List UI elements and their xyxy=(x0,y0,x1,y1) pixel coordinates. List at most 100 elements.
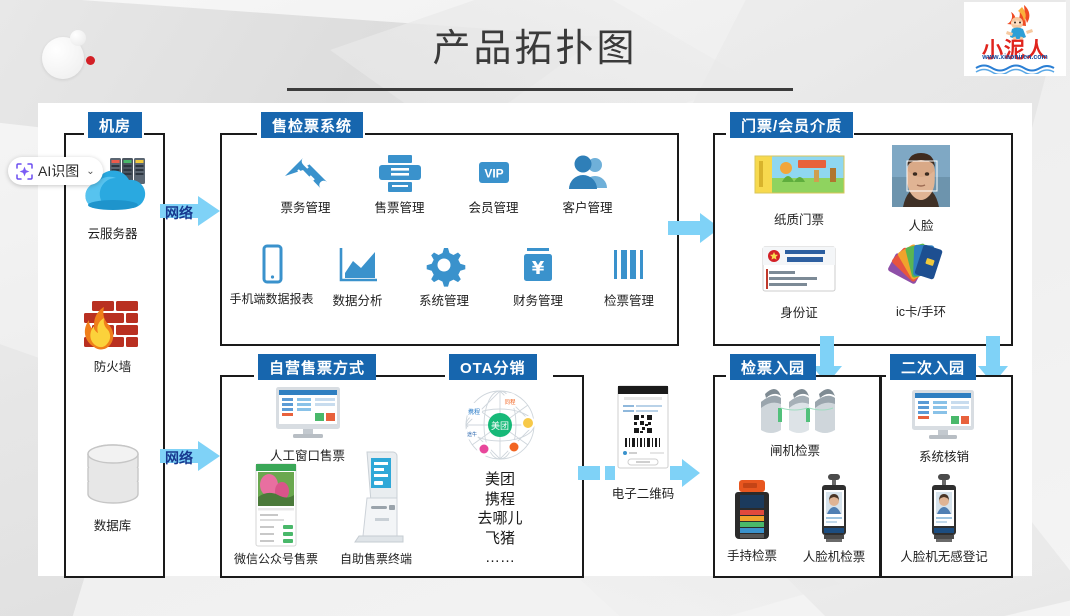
group-title-ticketing-system: 售检票系统 xyxy=(261,112,364,138)
database-cylinder-icon xyxy=(86,444,139,504)
ticket-icon xyxy=(284,158,327,189)
printer-icon xyxy=(378,155,421,192)
group-title-second-entry: 二次入园 xyxy=(890,354,977,380)
cell-check-mgmt: 检票管理 xyxy=(585,243,673,309)
svg-text:VIP: VIP xyxy=(484,167,503,181)
cell-label: 检票管理 xyxy=(603,294,654,308)
finance-yuan-icon: ¥ xyxy=(524,248,552,281)
network-arrow-top-icon xyxy=(160,196,220,226)
cell-label: 系统核销 xyxy=(918,450,969,464)
cell-label: 手持检票 xyxy=(726,549,777,563)
cell-label: ic卡/手环 xyxy=(895,305,946,319)
ota-partner: 去哪儿 xyxy=(477,510,523,527)
cell-label: 会员管理 xyxy=(468,201,519,215)
ai-sparkle-icon xyxy=(16,162,33,180)
wave-icon xyxy=(975,64,1055,74)
cell-label: 纸质门票 xyxy=(773,213,824,227)
chart-area-icon xyxy=(339,248,377,282)
cell-label: 人脸 xyxy=(908,219,934,233)
title-underline xyxy=(287,88,793,91)
svg-text:途牛: 途牛 xyxy=(467,431,477,438)
turnstile-gate-icon xyxy=(761,388,835,433)
cell-wechat-sales: 微信公众号售票 xyxy=(228,463,324,567)
cell-handheld: 手持检票 xyxy=(714,478,790,564)
cell-face-terminal: 人脸机检票 xyxy=(792,473,876,565)
face-terminal-icon xyxy=(932,474,956,542)
svg-text:美团: 美团 xyxy=(491,420,509,432)
svg-text:¥: ¥ xyxy=(532,258,545,279)
svg-text:同程: 同程 xyxy=(504,398,516,406)
arrow-down-second-entry-icon xyxy=(978,336,1008,384)
bars-icon xyxy=(614,250,643,279)
ic-cards-icon xyxy=(888,243,943,284)
cell-data-analysis: 数据分析 xyxy=(315,243,400,309)
network-label-top: 网络 xyxy=(165,205,193,221)
chevron-down-icon[interactable]: ⌄ xyxy=(86,165,95,177)
cell-cloud-server: 云服务器 xyxy=(64,152,161,242)
cell-label: 票务管理 xyxy=(280,201,331,215)
cell-label: 防火墙 xyxy=(93,360,132,374)
users-icon xyxy=(568,155,607,189)
network-arrow-bottom-icon xyxy=(160,441,220,471)
cell-label: 自助售票终端 xyxy=(339,552,412,566)
vip-badge-icon: VIP xyxy=(478,162,509,183)
cell-ticket-mgmt: 票务管理 xyxy=(258,152,353,216)
cell-label: 数据库 xyxy=(93,519,132,533)
mascot-icon xyxy=(1006,5,1033,42)
page-title: 产品拓扑图 xyxy=(432,26,638,70)
ota-partner: …… xyxy=(485,549,515,566)
svg-text:携程: 携程 xyxy=(468,408,480,416)
cell-label: 电子二维码 xyxy=(611,487,675,501)
arrow-down-entry-icon xyxy=(812,336,842,384)
cell-sales-mgmt: 售票管理 xyxy=(352,152,447,216)
cell-label: 手机端数据报表 xyxy=(229,292,314,306)
group-title-server-room: 机房 xyxy=(88,112,143,138)
group-title-ota: OTA分销 xyxy=(449,354,537,380)
cell-system-verify: 系统核销 xyxy=(888,388,1000,465)
cell-label: 云服务器 xyxy=(87,227,138,241)
logo-name: 小泥人 xyxy=(982,38,1048,62)
face-photo-icon xyxy=(892,145,950,207)
desktop-monitor-icon xyxy=(275,387,340,438)
qr-phone-icon xyxy=(617,385,669,469)
cell-label: 系统管理 xyxy=(418,294,469,308)
mobile-phone-icon xyxy=(262,244,282,284)
handheld-pos-icon xyxy=(735,480,769,539)
gear-icon xyxy=(426,248,466,287)
cell-label: 身份证 xyxy=(780,306,818,320)
ota-partner-list: 美团 携程 去哪儿 飞猪 …… xyxy=(448,470,552,568)
cell-ic-card: ic卡/手环 xyxy=(878,243,964,320)
ota-partner: 飞猪 xyxy=(484,529,515,547)
ota-partner: 美团 xyxy=(484,471,515,488)
cell-turnstile: 闸机检票 xyxy=(722,382,868,459)
dashed-arrow-to-qr-icon xyxy=(578,459,700,487)
cell-system-mgmt: 系统管理 xyxy=(400,243,488,309)
arrow-to-media-icon xyxy=(668,213,720,243)
cell-finance-mgmt: ¥ 财务管理 xyxy=(494,243,582,309)
cell-id-card: 身份证 xyxy=(738,245,860,321)
ota-partner-network-icon: 美团 携程 同程 途牛 xyxy=(465,390,535,460)
ai-recognize-label: AI识图 xyxy=(38,163,80,179)
cell-qrcode: 电子二维码 xyxy=(596,385,690,502)
brand-logo: 小泥人 www.xiaoniren.com xyxy=(964,2,1066,76)
cell-face: 人脸 xyxy=(875,143,967,234)
group-title-ticket-media: 门票/会员介质 xyxy=(730,112,854,138)
cell-label: 客户管理 xyxy=(562,201,613,215)
paper-ticket-icon xyxy=(754,155,844,194)
cell-label: 人脸机无感登记 xyxy=(900,550,988,564)
cell-mobile-report: 手机端数据报表 xyxy=(224,243,319,307)
ota-partner: 携程 xyxy=(484,490,515,508)
cell-label: 人工窗口售票 xyxy=(269,449,345,463)
firewall-brick-icon xyxy=(83,301,138,350)
cell-paper-ticket: 纸质门票 xyxy=(735,152,863,228)
logo-url: www.xiaoniren.com xyxy=(982,54,1048,61)
ai-recognize-button[interactable]: AI识图 ⌄ xyxy=(8,157,103,185)
cell-face-no-sense: 人脸机无感登记 xyxy=(888,473,1000,565)
group-title-self-sales: 自营售票方式 xyxy=(258,354,377,380)
cell-label: 财务管理 xyxy=(512,294,563,308)
cell-member-mgmt: VIP 会员管理 xyxy=(446,152,541,216)
cell-label: 人脸机检票 xyxy=(802,550,866,564)
self-service-kiosk-icon xyxy=(354,451,404,543)
group-title-entry-check: 检票入园 xyxy=(730,354,817,380)
